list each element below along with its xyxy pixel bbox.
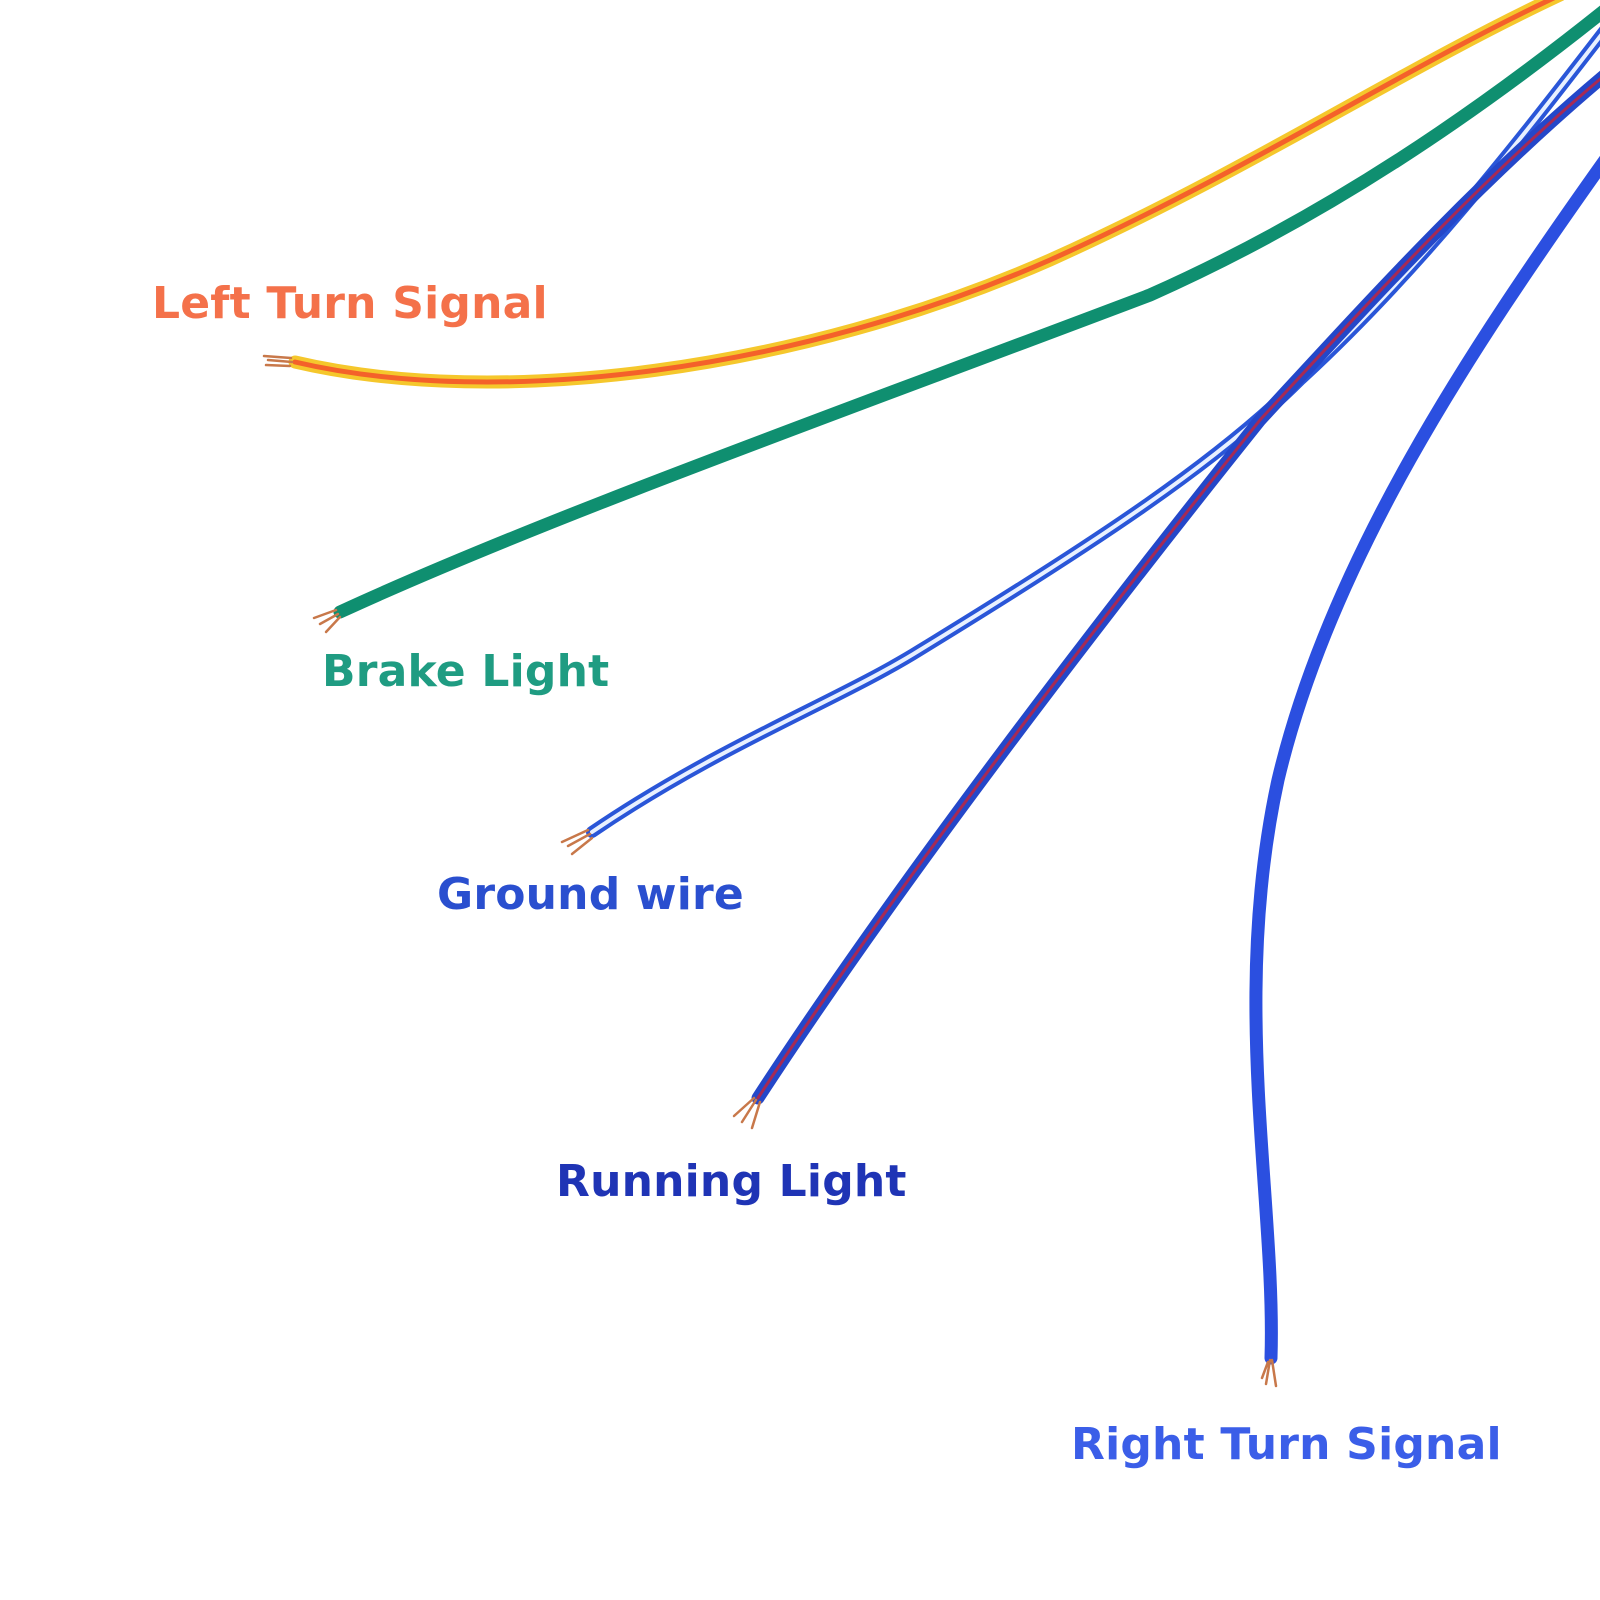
right-turn-signal-wire: [1249, 155, 1600, 1388]
left-turn-signal-label: Left Turn Signal: [152, 278, 548, 329]
running-light-label: Running Light: [556, 1156, 907, 1207]
ground-wire: [560, 26, 1600, 856]
brake-light-label: Brake Light: [322, 646, 610, 697]
ground-wire-label: Ground wire: [437, 869, 744, 920]
brake-light-wire: [312, 5, 1600, 634]
running-light-wire: [732, 70, 1600, 1130]
right-turn-signal-label: Right Turn Signal: [1071, 1419, 1502, 1470]
left-turn-signal-wire: [262, 0, 1565, 389]
